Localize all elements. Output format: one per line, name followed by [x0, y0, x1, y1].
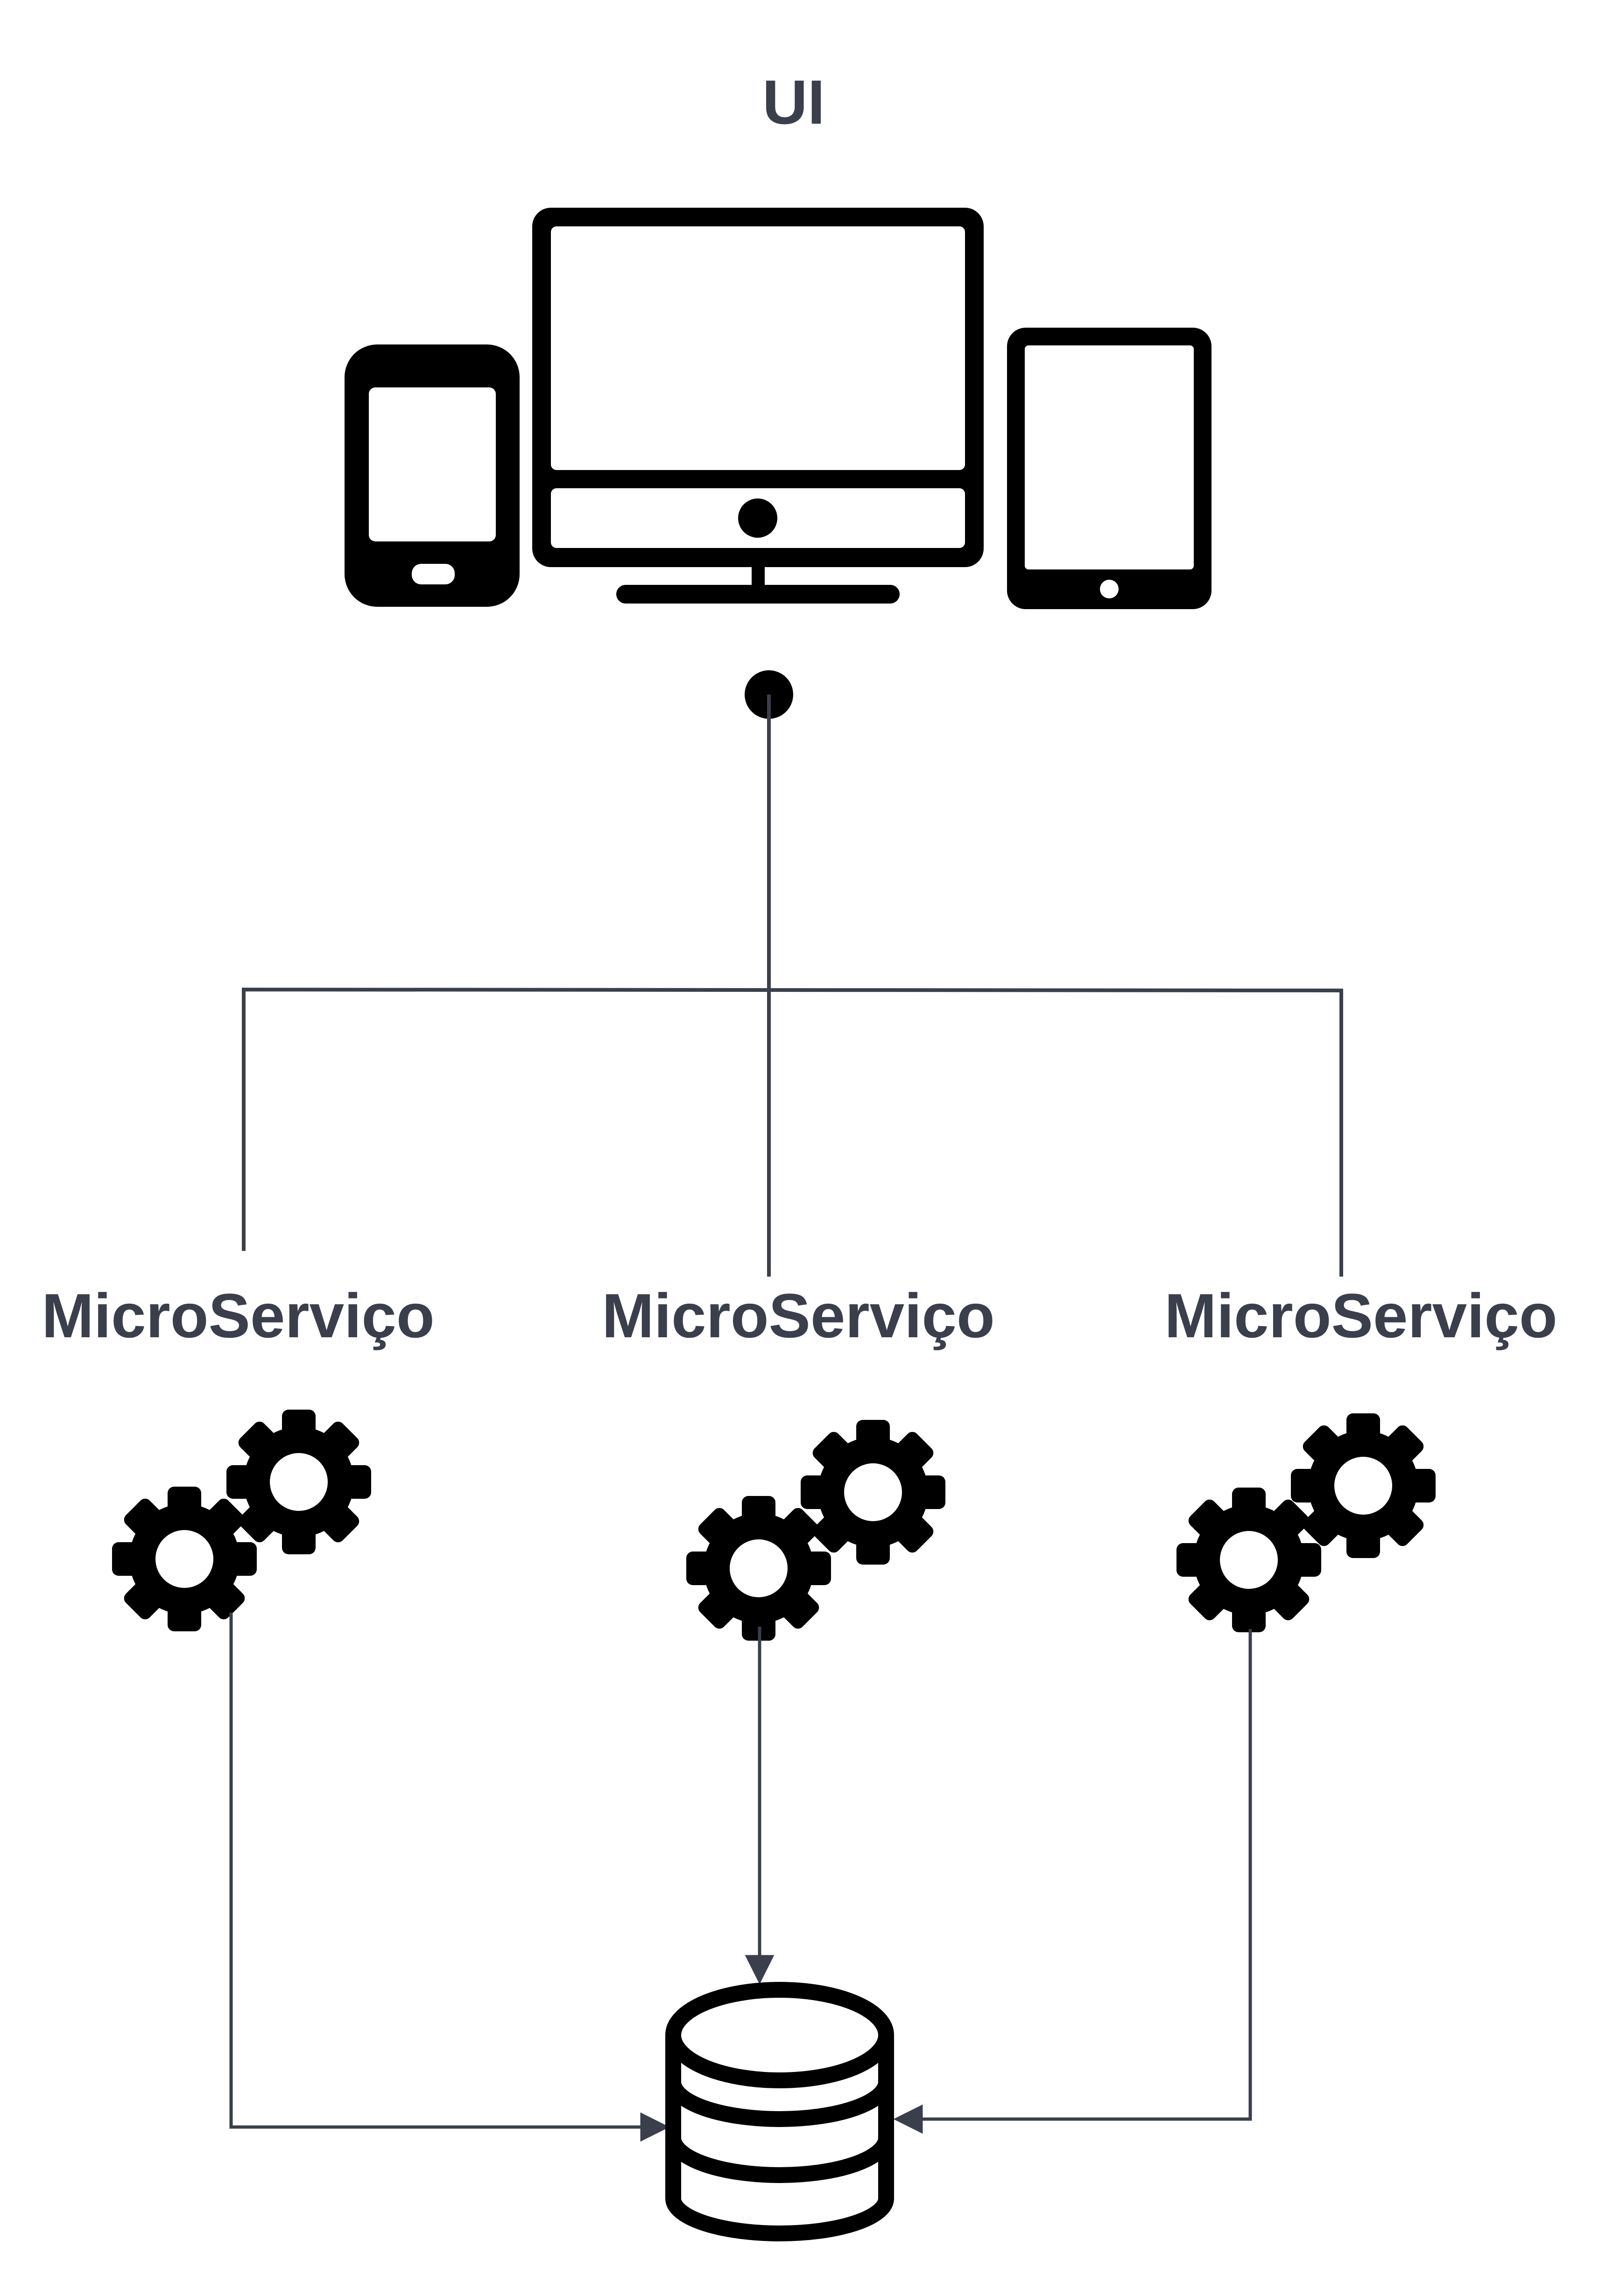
smartphone-icon [345, 344, 520, 607]
ui-label: UI [762, 68, 825, 137]
gears-icon [686, 1420, 945, 1641]
database-icon [665, 1982, 894, 2241]
tablet-icon [1007, 328, 1212, 609]
gears-icon [1176, 1413, 1436, 1632]
desktop-monitor-icon [532, 208, 984, 604]
microservice-label-right: MicroServiço [1164, 1281, 1557, 1351]
ui-connector [242, 670, 1343, 1277]
microservice-label-left: MicroServiço [42, 1281, 435, 1351]
gears-icon [112, 1410, 371, 1631]
microservice-label-center: MicroServiço [602, 1281, 995, 1351]
left-service-to-db-connector [229, 1613, 670, 2142]
right-service-to-db-connector [893, 1629, 1252, 2134]
